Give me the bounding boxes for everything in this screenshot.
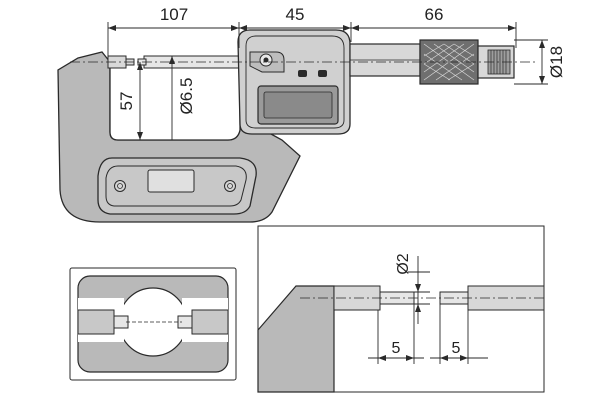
dim-thimble-diameter: Ø18 [547, 46, 566, 78]
dim-frame-span: 107 [160, 5, 188, 24]
zero-button [318, 70, 327, 77]
grip-window [147, 169, 195, 193]
throat [109, 62, 241, 141]
tip-detail [257, 225, 545, 393]
dim-throat-depth: 57 [117, 92, 136, 111]
micrometer-body [57, 29, 538, 223]
screw-left [114, 180, 126, 192]
dim-tip-diameter: Ø2 [395, 253, 412, 274]
dim-thimble-length: 66 [425, 5, 444, 24]
screw-right [224, 180, 236, 192]
dim-tip-length-left: 5 [392, 340, 401, 357]
dim-spindle-diameter: Ø6.5 [177, 78, 196, 115]
dim-tip-length-right: 5 [452, 340, 461, 357]
dim-head-length: 45 [286, 5, 305, 24]
end-view-inset [69, 267, 237, 381]
mode-button [298, 70, 307, 77]
